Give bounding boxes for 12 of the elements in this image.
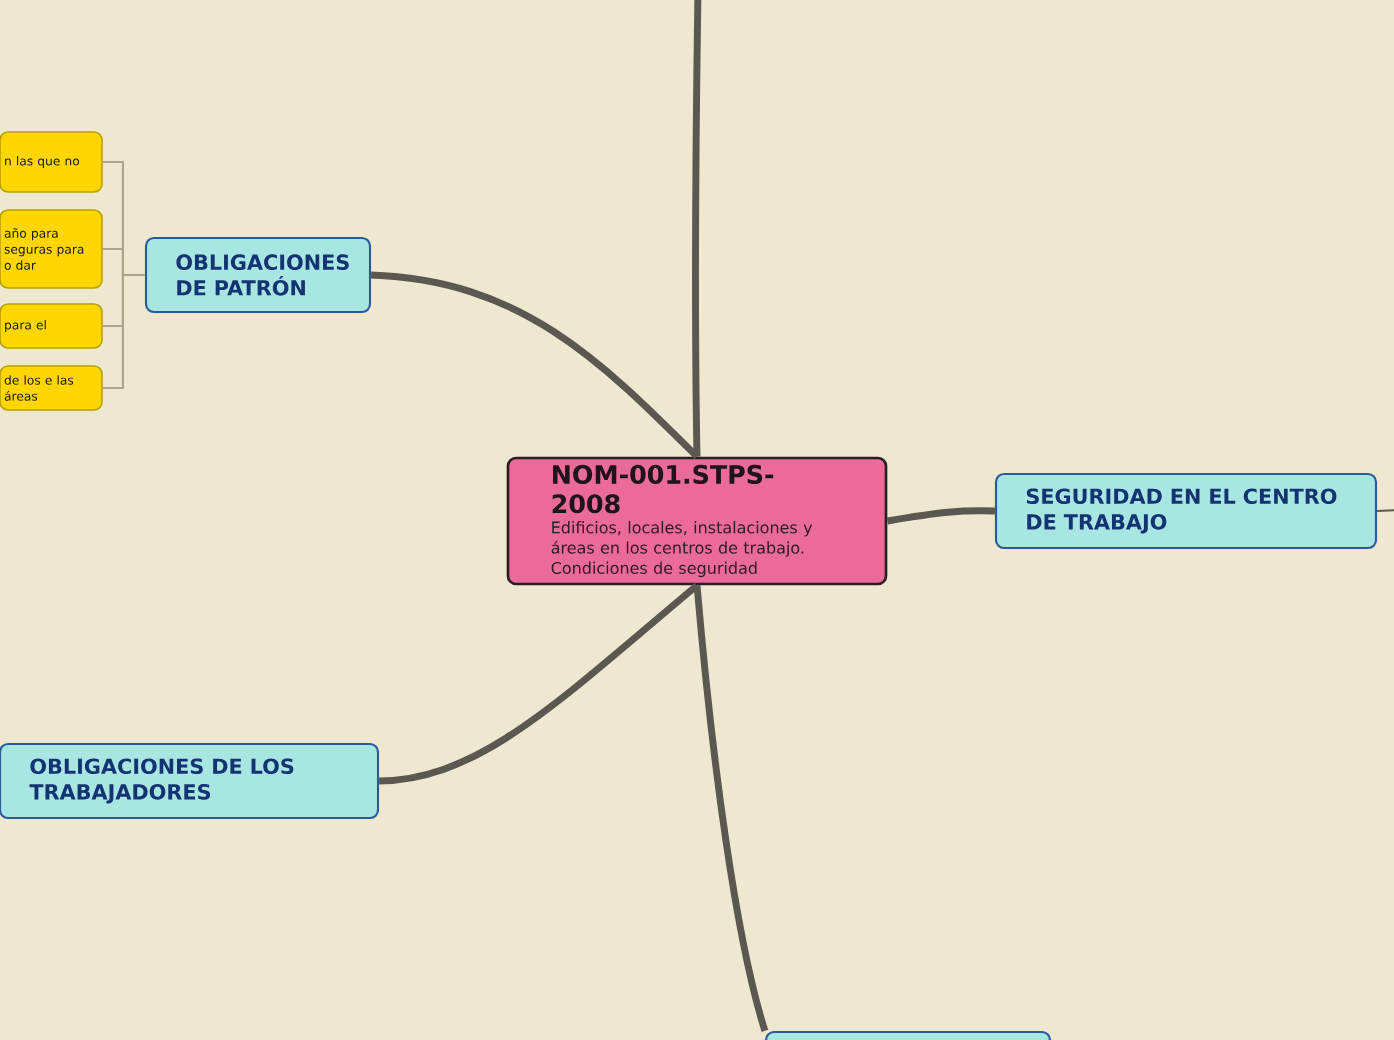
topic-box: OBLIGACIONES DE LOS TRABAJADORES [0,742,380,820]
connector-line [370,271,700,460]
connector-line [692,0,702,457]
central-topic-box: NOM-001.STPS-2008 Edificios, locales, instalaciones y áreas en los centros de trabajo. Condiciones de seguridad [506,456,888,586]
connector-line [886,507,995,525]
connector-line [693,585,769,1032]
connector-line [1377,508,1394,513]
topic-box: SEGURIDAD EN EL CENTRO DE TRABAJO [994,472,1378,550]
connector-line [378,582,700,785]
topic-box [764,1030,1052,1040]
connector-line [102,273,145,390]
topic-box: OBLIGACIONES DE PATRÓN [144,236,372,314]
